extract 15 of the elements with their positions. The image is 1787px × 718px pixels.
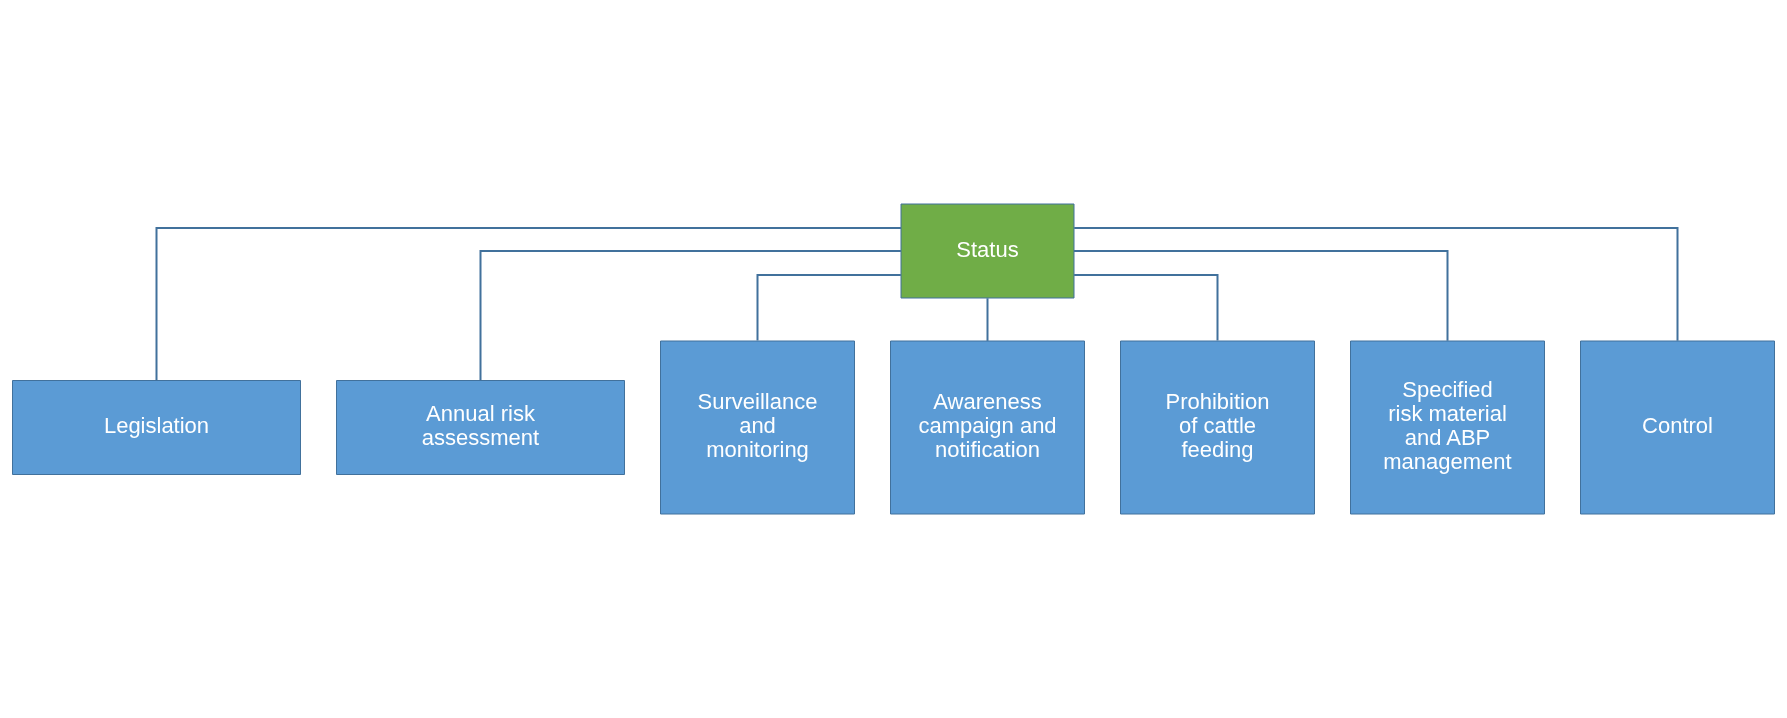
node-box: Surveillance and monitoring [660,340,855,515]
connector [1073,274,1219,342]
node-box: Specified risk material and ABP management [1350,340,1545,515]
connector [986,297,989,342]
connector [155,227,902,382]
node-box: Annual risk assessment [336,380,625,475]
node-box: Control [1580,340,1775,515]
connector [756,274,902,342]
node-box: Prohibition of cattle feeding [1120,340,1315,515]
node-box: Awareness campaign and notification [890,340,1085,515]
node-box: Status [900,203,1075,299]
node-box: Legislation [12,380,301,475]
connector [1073,227,1679,342]
connector [1073,250,1449,342]
connector [479,250,902,382]
